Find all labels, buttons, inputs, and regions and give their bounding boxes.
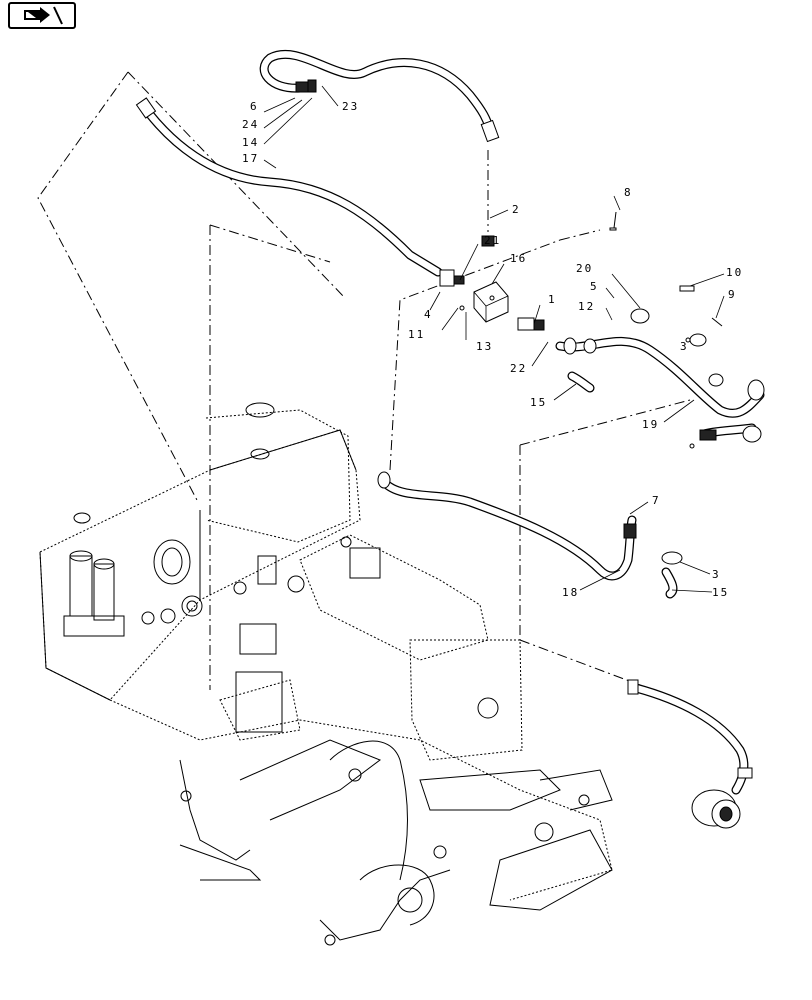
callout-18: 18: [562, 586, 579, 599]
callout-12: 12: [578, 300, 595, 313]
callout-1: 1: [548, 293, 557, 306]
callout-7: 7: [652, 494, 661, 507]
callout-14: 14: [242, 136, 259, 149]
hose-18: [377, 471, 683, 599]
callout-6: 6: [250, 100, 259, 113]
elbow-15-upper: [563, 337, 597, 393]
leader-lines: [263, 85, 725, 593]
callout-5: 5: [590, 280, 599, 293]
callout-23: 23: [342, 100, 359, 113]
callout-17: 17: [242, 152, 259, 165]
hose-19: [555, 211, 765, 449]
valve-block-16: [439, 235, 545, 331]
callout-3-b: 3: [680, 340, 689, 353]
callout-15-a: 15: [530, 396, 547, 409]
callout-9: 9: [728, 288, 737, 301]
callout-19: 19: [642, 418, 659, 431]
callout-21: 21: [484, 234, 501, 247]
callout-10: 10: [726, 266, 743, 279]
lower-hose-pump: [627, 679, 753, 829]
callout-16: 16: [510, 252, 527, 265]
callout-4: 4: [424, 308, 433, 321]
callout-13: 13: [476, 340, 493, 353]
callout-labels: 1 2 3 4 5 6 7 8 9 10 11 12 13 14 15 15 1…: [242, 100, 743, 599]
callout-24: 24: [242, 118, 259, 131]
callout-11: 11: [408, 328, 425, 341]
callout-22: 22: [510, 362, 527, 375]
callout-3: 3: [712, 568, 721, 581]
callout-20: 20: [576, 262, 593, 275]
next-page-button[interactable]: [8, 2, 76, 29]
callout-8: 8: [624, 186, 633, 199]
callout-2: 2: [512, 203, 521, 216]
hose-17: [135, 97, 443, 277]
tractor-frame: [39, 402, 613, 946]
callout-15-b: 15: [712, 586, 729, 599]
hose-upper-loop: [259, 49, 500, 143]
next-page-arrow-icon: [24, 6, 63, 25]
